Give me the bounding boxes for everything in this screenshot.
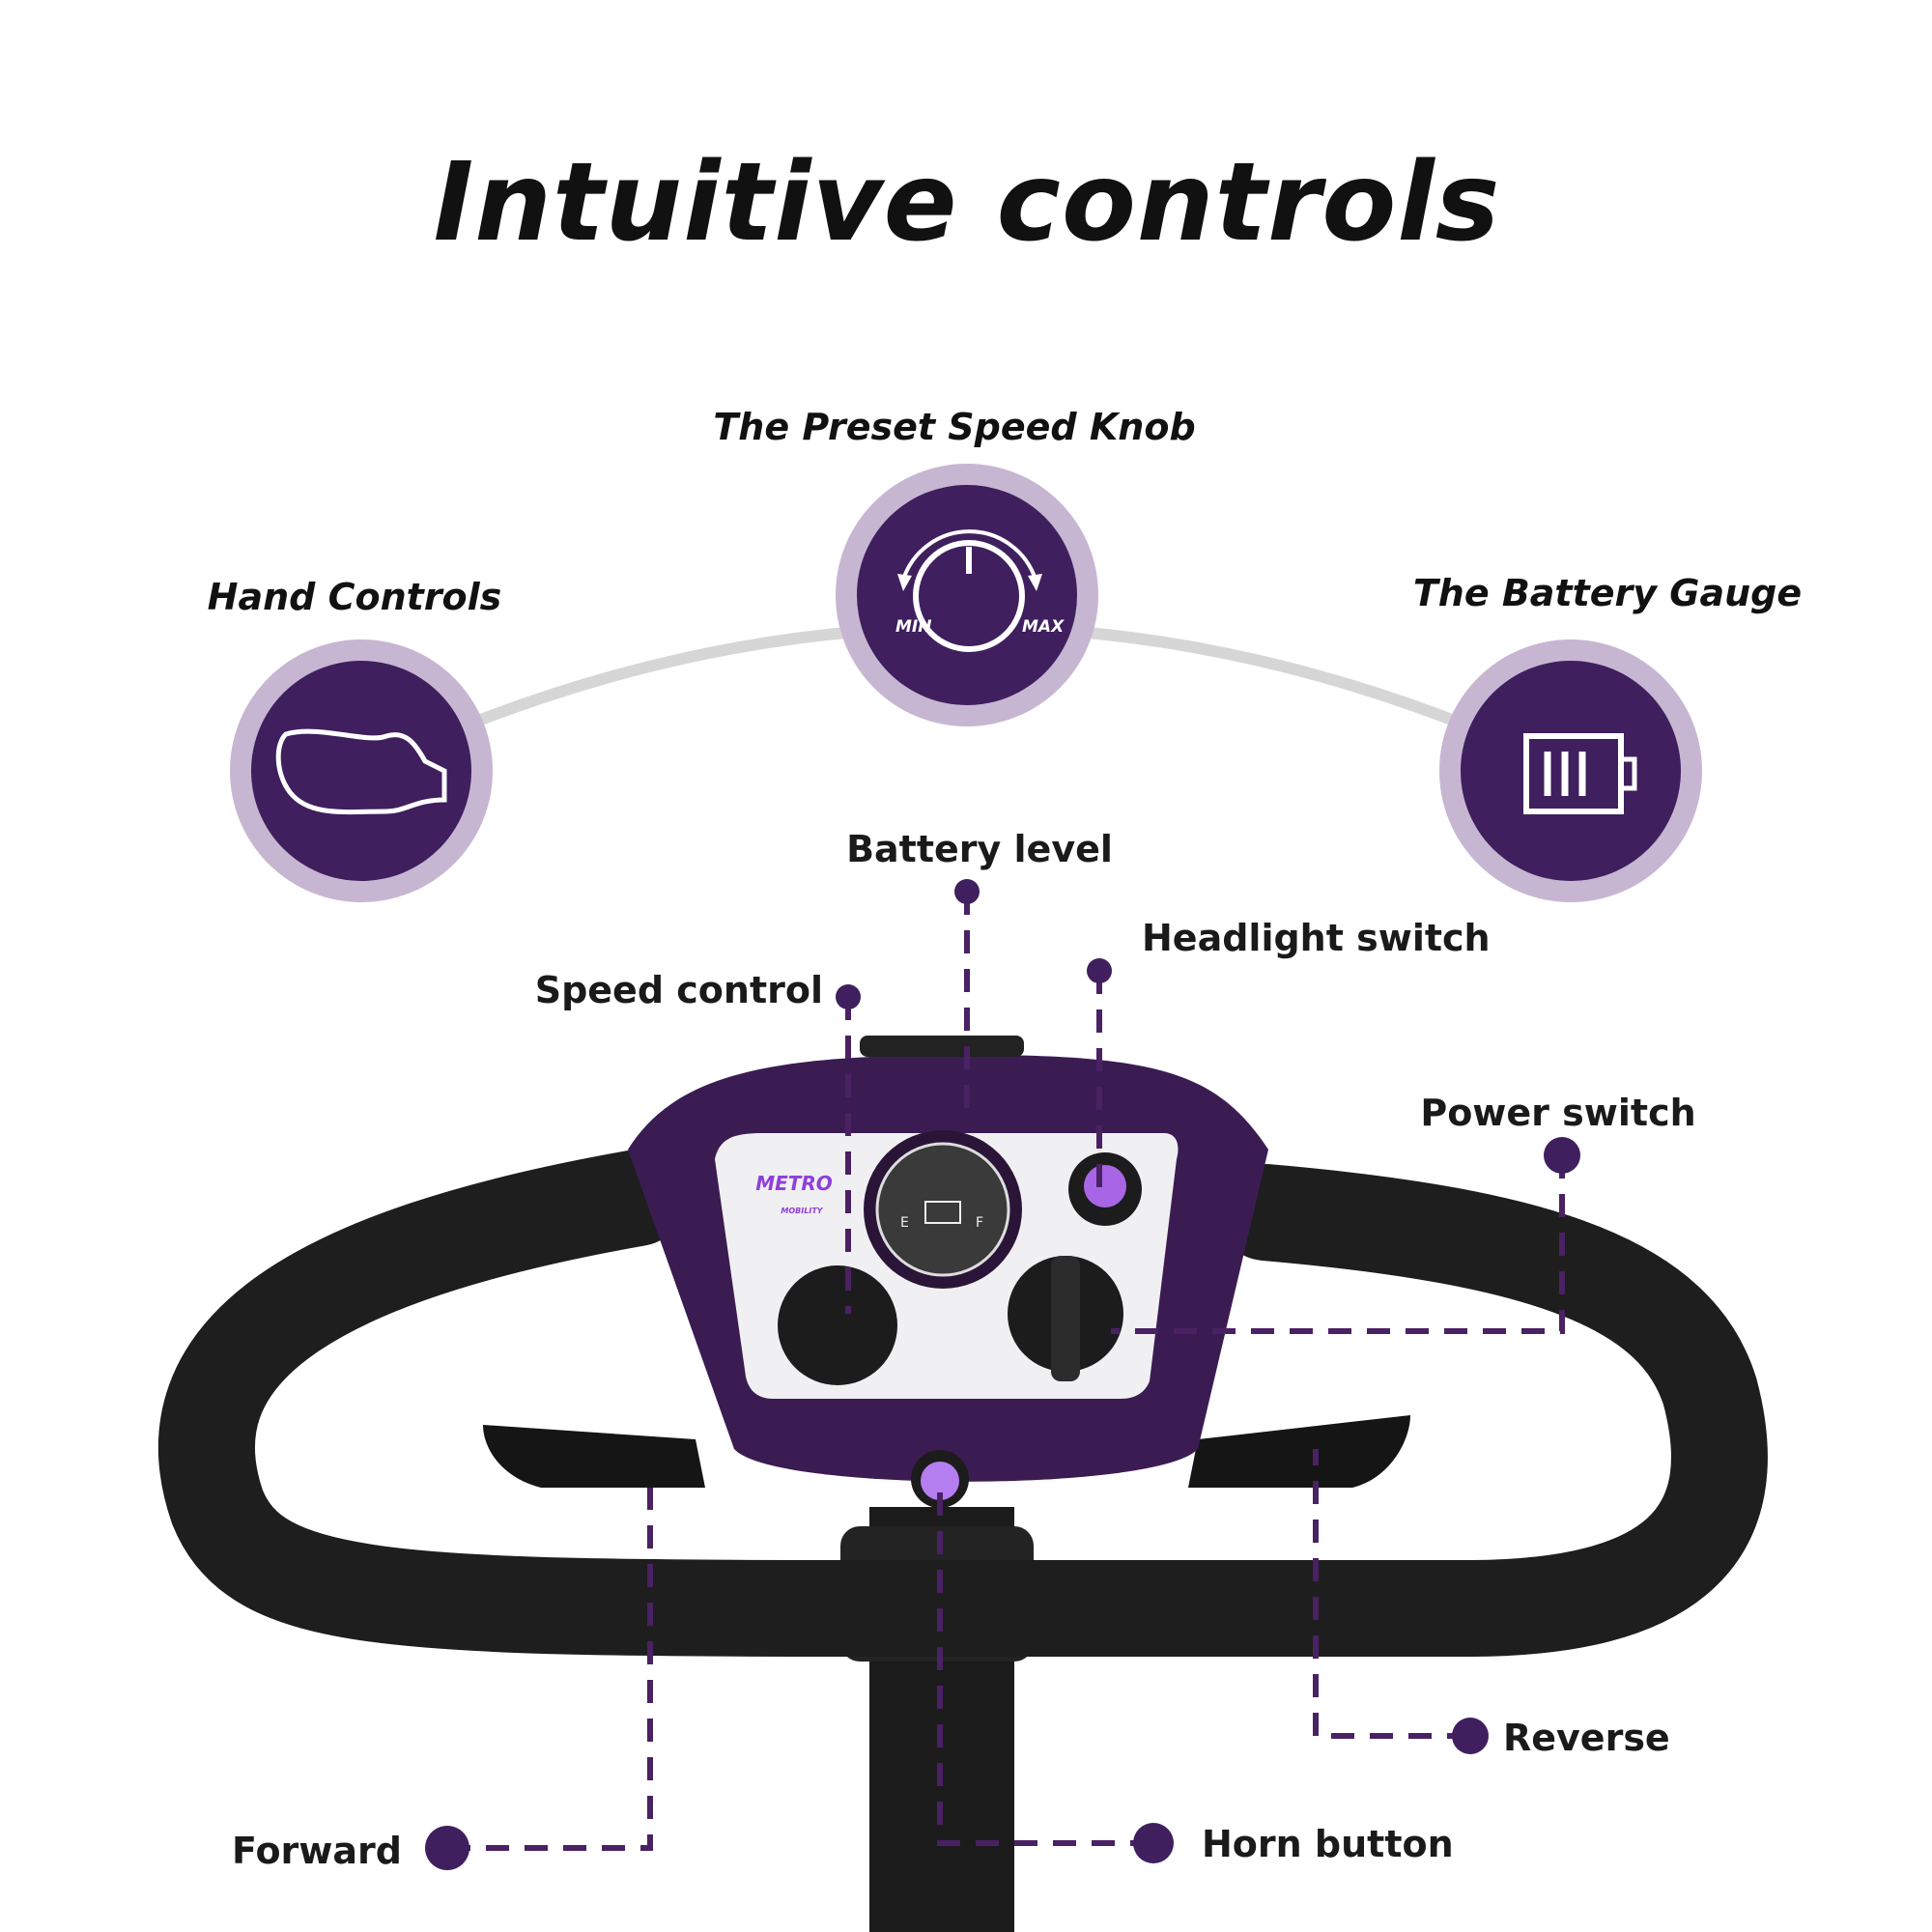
callout-lines — [425, 879, 1580, 1870]
callout-battery-level: Battery level — [846, 828, 1113, 870]
page-title: Intuitive controls — [434, 140, 1501, 266]
feature-preset-speed-knob: The Preset Speed Knob MIN MAX — [713, 406, 1196, 726]
feature-hand-controls: Hand Controls — [208, 576, 502, 902]
speed-dial-icon — [897, 529, 1042, 652]
callout-headlight-switch: Headlight switch — [1142, 917, 1491, 959]
max-label: MAX — [1022, 617, 1065, 637]
gauge-f-label: F — [976, 1215, 983, 1231]
feature-label: The Preset Speed Knob — [713, 406, 1195, 448]
callout-horn-button: Horn button — [1202, 1823, 1454, 1865]
speed-control-knob[interactable] — [778, 1265, 897, 1385]
brand-logo: METRO — [755, 1172, 833, 1195]
feature-label: The Battery Gauge — [1413, 572, 1802, 614]
feature-battery-gauge: The Battery Gauge — [1413, 572, 1802, 902]
callout-speed-control: Speed control — [535, 969, 823, 1011]
horn-button[interactable] — [921, 1462, 959, 1500]
scooter-tiller-photo: METRO MOBILITY E F — [158, 1036, 1768, 1932]
battery-icon — [1523, 733, 1637, 814]
battery-level-display — [875, 1142, 1010, 1277]
callout-forward: Forward — [232, 1830, 402, 1872]
hand-grip-icon — [275, 728, 447, 815]
headlight-switch-button[interactable] — [1084, 1165, 1126, 1208]
callout-power-switch: Power switch — [1420, 1092, 1695, 1134]
brand-logo-sub: MOBILITY — [781, 1207, 823, 1215]
feature-label: Hand Controls — [208, 576, 502, 618]
gauge-e-label: E — [900, 1215, 909, 1231]
callout-reverse: Reverse — [1503, 1717, 1670, 1759]
min-label: MIN — [895, 617, 931, 637]
